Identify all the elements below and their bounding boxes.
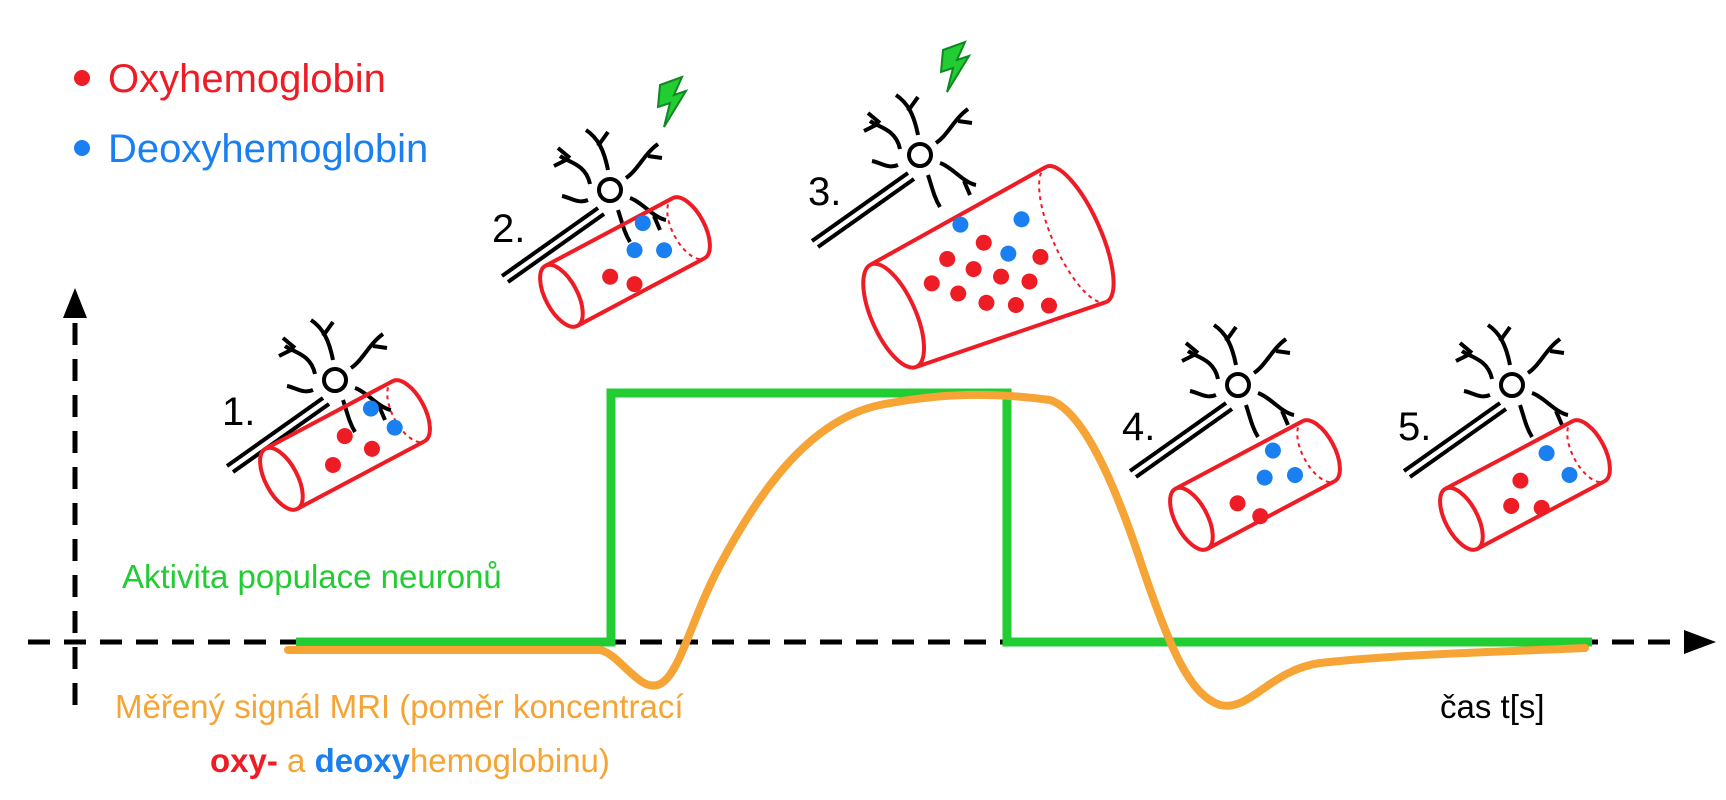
stage-3-lightning-icon (939, 40, 972, 93)
signal-caption-deoxy: deoxy (315, 742, 411, 779)
activity-line (296, 388, 1592, 647)
stage-4: 4. (1122, 323, 1342, 552)
stage-3-neuron-icon (810, 93, 977, 249)
x-axis-arrowhead (1684, 630, 1716, 654)
y-axis-arrowhead (63, 288, 87, 318)
stage-1: 1. (222, 318, 432, 512)
stage-5: 5. (1398, 323, 1612, 552)
stage-4-vessel (1168, 418, 1342, 552)
time-axis-label: čas t[s] (1440, 688, 1545, 725)
deoxy-legend-dot (74, 140, 90, 156)
oxy-legend-dot (74, 70, 90, 86)
stage-5-vessel (1438, 418, 1612, 552)
signal-caption-a: a (278, 742, 315, 779)
stage-4-neuron-icon (1128, 323, 1295, 479)
stage-3: 3. (808, 40, 1116, 370)
stage-2-lightning-icon (656, 75, 689, 128)
stage-1-neuron-icon (225, 318, 392, 474)
oxy-legend-label: Oxyhemoglobin (108, 57, 386, 101)
stage-5-number: 5. (1398, 405, 1431, 449)
activity-label: Aktivita populace neuronů (122, 558, 502, 595)
stage-2-vessel (538, 195, 712, 329)
stage-2-number: 2. (492, 207, 525, 251)
deoxy-legend-label: Deoxyhemoglobin (108, 127, 428, 171)
signal-caption-line2: oxy- a deoxyhemoglobinu) (210, 742, 610, 779)
stage-3-number: 3. (808, 170, 841, 214)
signal-caption-rest: hemoglobinu) (410, 742, 610, 779)
stage-1-number: 1. (222, 390, 255, 434)
signal-curve (284, 390, 1589, 710)
stage-5-neuron-icon (1402, 323, 1569, 479)
stage-3-vessel (861, 164, 1116, 370)
stage-4-number: 4. (1122, 405, 1155, 449)
legend: Oxyhemoglobin Deoxyhemoglobin (74, 57, 428, 171)
stage-2: 2. (492, 75, 712, 329)
signal-caption-oxy: oxy- (210, 742, 278, 779)
stage-1-vessel (258, 378, 432, 512)
signal-caption-line1: Měřený signál MRI (poměr koncentrací (115, 688, 684, 725)
stage-2-neuron-icon (500, 128, 667, 284)
